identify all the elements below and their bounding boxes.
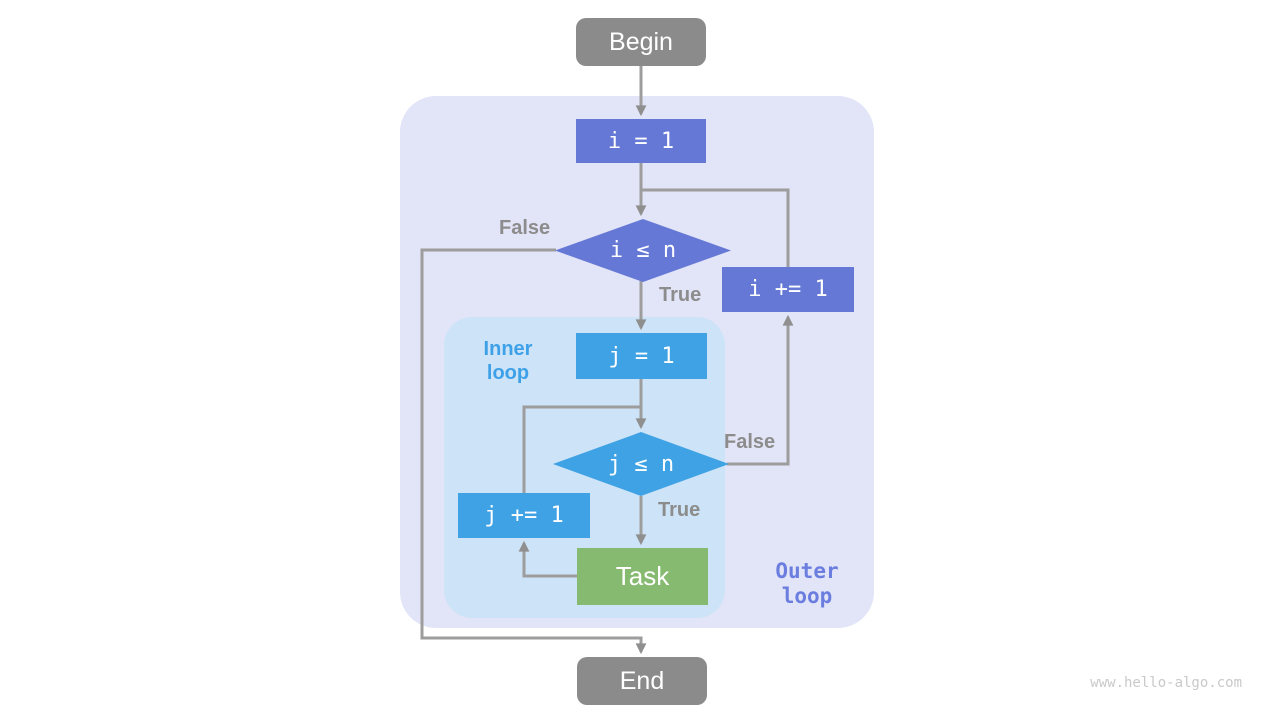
label-outer-true: True [659, 284, 702, 306]
label-outer-false: False [499, 217, 551, 239]
label-outer-loop-line1: Outer [775, 559, 839, 583]
label-inner-true: True [658, 499, 701, 521]
edge-inc-j-return [522, 405, 641, 493]
node-task: Task [577, 548, 708, 605]
edge-cond-j-false-to-inc-i [727, 314, 794, 466]
edge-inc-i-return [641, 188, 790, 267]
edge-task-to-inc-j [518, 540, 577, 578]
label-inner-loop-line1: Inner [483, 338, 533, 360]
node-inc-i: i += 1 [722, 267, 854, 312]
node-init-i: i = 1 [576, 119, 706, 163]
label-inner-loop: Inner loop [458, 337, 558, 385]
edge-cond-i-false-to-end [420, 248, 647, 655]
node-begin: Begin [576, 18, 706, 66]
label-outer-loop-line2: loop [781, 584, 833, 609]
node-inc-j: j += 1 [458, 493, 590, 538]
node-end: End [577, 657, 707, 705]
label-inner-false: False [724, 431, 776, 453]
label-outer-loop: Outer loop [757, 559, 857, 609]
watermark-text: www.hello-algo.com [1090, 675, 1242, 691]
label-inner-loop-line2: loop [486, 362, 530, 384]
node-init-j: j = 1 [576, 333, 707, 379]
